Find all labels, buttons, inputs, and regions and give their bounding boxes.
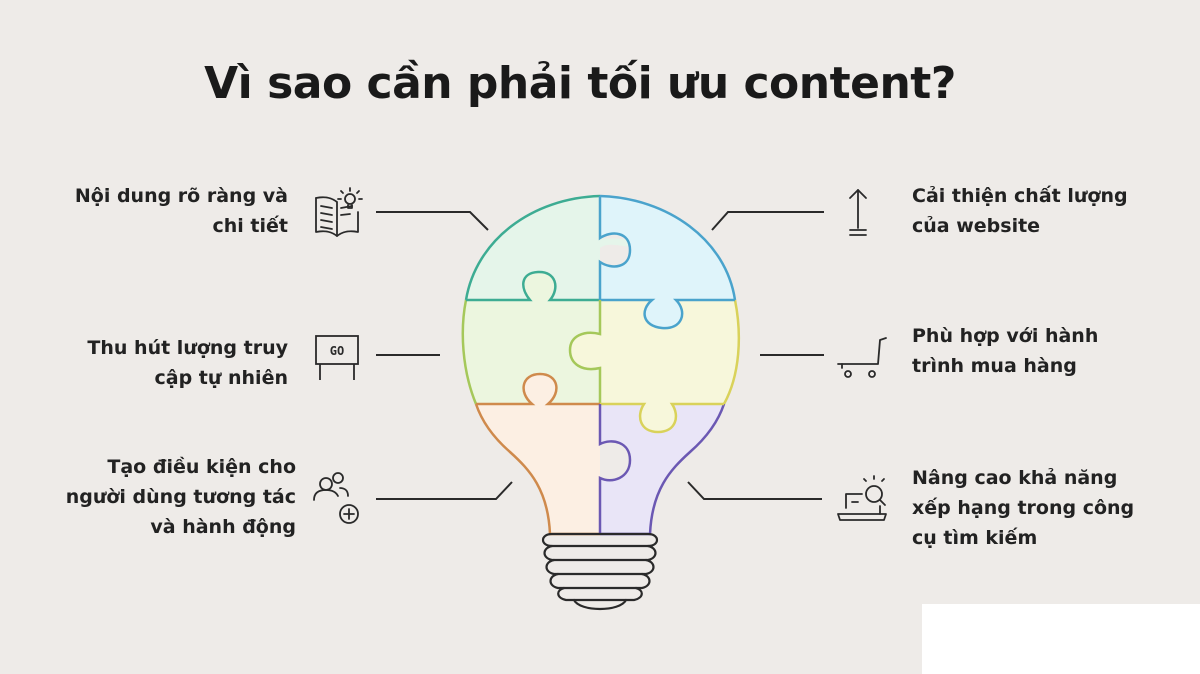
puzzle-piece-bottom-right	[600, 404, 724, 534]
seam-vertical-bottom	[598, 404, 632, 534]
bulb-outline-bottom-right	[600, 403, 726, 536]
label-buyer-journey: Phù hợp với hành trình mua hàng	[912, 321, 1098, 381]
puzzle-piece-top-left	[466, 196, 630, 300]
users-add-icon	[313, 472, 359, 524]
label-user-interaction: Tạo điều kiện cho người dùng tương tác v…	[66, 452, 296, 542]
puzzle-piece-mid-left	[462, 271, 600, 404]
label-line: Cải thiện chất lượng	[912, 185, 1128, 207]
seam-horizontal-top-right	[600, 298, 735, 330]
bulb-base	[541, 532, 659, 610]
label-line: Phù hợp với hành	[912, 325, 1099, 347]
bulb-outline-mid-right	[722, 299, 741, 405]
puzzle-piece-top-right	[600, 196, 735, 329]
label-line: xếp hạng trong công	[912, 497, 1135, 519]
label-line: người dùng tương tác	[65, 486, 296, 508]
seam-vertical-top	[598, 196, 632, 300]
shopping-cart-icon	[837, 337, 887, 378]
seam-vertical-mid	[568, 300, 602, 404]
puzzle-piece-bottom-left	[476, 374, 600, 534]
label-improve-website-quality: Cải thiện chất lượng của website	[912, 181, 1128, 241]
connector-right-1	[711, 211, 824, 231]
corner-white-patch	[922, 604, 1200, 674]
puzzle-piece-mid-right	[570, 300, 739, 432]
label-line: Nâng cao khả năng	[912, 467, 1118, 489]
label-attract-organic-traffic: Thu hút lượng truy cập tự nhiên	[87, 333, 288, 393]
label-line: cụ tìm kiếm	[912, 527, 1038, 549]
seam-horizontal-bottom-left	[476, 372, 600, 406]
label-line: trình mua hàng	[912, 355, 1077, 377]
bulb-outline-bottom-left	[474, 403, 600, 536]
arrow-up-icon	[849, 189, 867, 236]
go-sign-icon: GO	[315, 335, 359, 380]
label-line: chi tiết	[212, 215, 288, 237]
label-line: cập tự nhiên	[154, 367, 288, 389]
label-line: Nội dung rõ ràng và	[74, 185, 288, 207]
bulb-outline-top-left	[464, 194, 601, 301]
label-clear-detailed-content: Nội dung rõ ràng và chi tiết	[75, 181, 288, 241]
seam-horizontal-bottom-right	[600, 402, 724, 434]
bulb-outline-top-right	[599, 194, 737, 301]
lightbulb-puzzle	[461, 194, 741, 536]
label-line: và hành động	[150, 516, 296, 538]
go-sign-text: GO	[330, 344, 344, 358]
label-line: Tạo điều kiện cho	[107, 456, 296, 478]
bulb-outline-mid-left	[461, 299, 478, 405]
connector-lines	[376, 211, 824, 500]
seam-horizontal-top	[466, 270, 600, 302]
laptop-search-icon	[837, 475, 887, 521]
label-line: của website	[912, 215, 1041, 237]
page-title: Vì sao cần phải tối ưu content?	[204, 58, 956, 109]
connector-left-1	[376, 211, 489, 231]
label-search-ranking: Nâng cao khả năng xếp hạng trong công cụ…	[912, 463, 1134, 553]
label-line: Thu hút lượng truy	[87, 337, 288, 359]
connector-left-3	[376, 481, 513, 500]
book-lightbulb-icon	[315, 187, 363, 237]
connector-right-3	[687, 481, 822, 500]
